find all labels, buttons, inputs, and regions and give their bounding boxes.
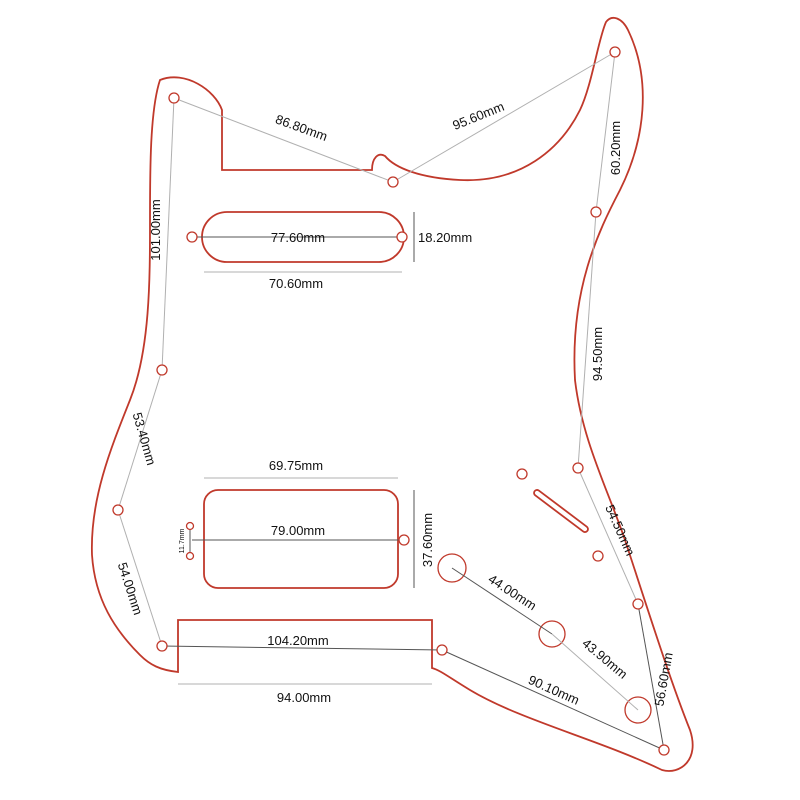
screw-holes — [112, 46, 670, 756]
dim-line-60 — [595, 51, 616, 213]
dim-label-37: 37.60mm — [420, 513, 435, 567]
dim-line-56 — [637, 603, 665, 751]
dim-line-53 — [117, 369, 163, 511]
dim-line-86 — [173, 97, 394, 183]
screw-hole — [658, 744, 670, 756]
dim-line-54-5 — [577, 467, 639, 605]
dim-line-95 — [392, 51, 616, 183]
dim-line-54 — [117, 509, 163, 647]
dim-label-95: 95.60mm — [450, 99, 506, 133]
dim-line-44 — [451, 567, 553, 635]
dim-label-101: 101.00mm — [148, 199, 163, 260]
dim-label-77: 77.60mm — [271, 230, 325, 245]
screw-hole — [156, 364, 168, 376]
dim-line-43 — [551, 633, 639, 711]
bridge-pickup-route — [203, 489, 399, 589]
screw-hole — [609, 46, 621, 58]
dim-line-104 — [161, 645, 443, 651]
screw-hole — [112, 504, 124, 516]
dim-line-94-5 — [577, 211, 597, 469]
screw-hole — [396, 231, 408, 243]
screw-hole — [632, 598, 644, 610]
screw-hole — [168, 92, 180, 104]
dim-label-90: 90.10mm — [526, 672, 582, 708]
screw-hole — [156, 640, 168, 652]
switch-screw-hole-1 — [516, 468, 528, 480]
dim-line-90 — [441, 649, 665, 751]
dim-label-104: 104.20mm — [267, 633, 328, 648]
screw-hole — [590, 206, 602, 218]
screw-hole — [572, 462, 584, 474]
dim-label-69: 69.75mm — [269, 458, 323, 473]
dim-label-54-5: 54.50mm — [602, 502, 638, 558]
dim-label-79: 79.00mm — [271, 523, 325, 538]
screw-hole — [186, 231, 198, 243]
dim-label-60: 60.20mm — [608, 121, 623, 175]
pickguard-outline — [91, 16, 694, 772]
switch-screw-hole-2 — [592, 550, 604, 562]
screw-hole — [436, 644, 448, 656]
dim-label-94-5: 94.50mm — [590, 327, 605, 381]
dim-label-43: 43.90mm — [579, 635, 630, 681]
dim-label-11: 11.7mm — [179, 528, 186, 553]
dim-line-101 — [161, 97, 175, 371]
screw-hole — [185, 521, 195, 531]
dim-label-44: 44.00mm — [486, 571, 540, 613]
dim-label-70: 70.60mm — [269, 276, 323, 291]
dim-label-54: 54.00mm — [115, 561, 146, 617]
screw-hole — [185, 551, 195, 561]
screw-hole — [398, 534, 410, 546]
dim-label-18: 18.20mm — [418, 230, 472, 245]
screw-hole — [387, 176, 399, 188]
dim-label-94: 94.00mm — [277, 690, 331, 705]
switch-slot — [533, 489, 589, 533]
